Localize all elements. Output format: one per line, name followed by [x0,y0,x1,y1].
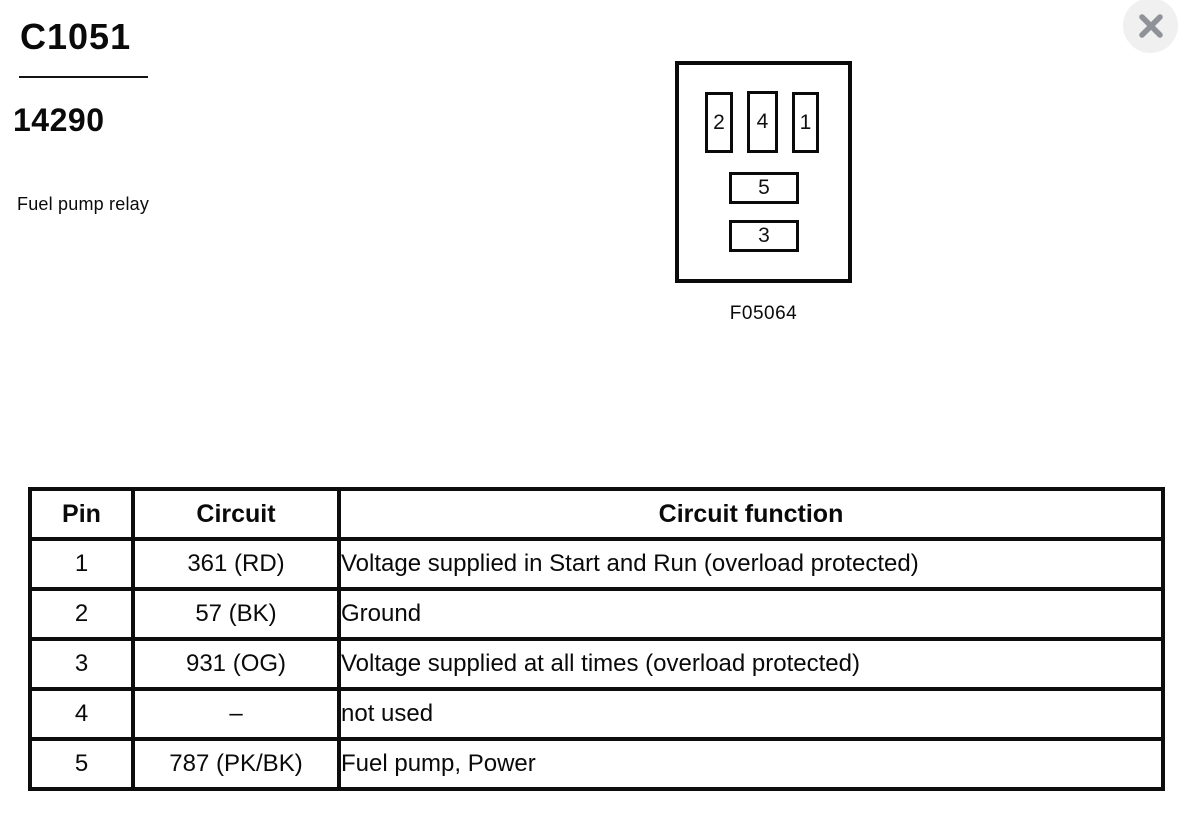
pin-label: 2 [713,110,725,134]
pin-cavity-4: 4 [747,91,778,153]
circuit-cell: 361 (RD) [131,537,341,591]
circuit-cell: 931 (OG) [131,637,341,691]
pin-cell: 3 [28,637,135,691]
table-row: 3 931 (OG) Voltage supplied at all times… [28,637,1165,691]
connector-description: Fuel pump relay [17,194,150,214]
function-cell: Voltage supplied at all times (overload … [337,637,1165,691]
pin-cell: 2 [28,587,135,641]
close-icon [1137,12,1165,40]
pin-cell: 5 [28,737,135,791]
pin-label: 5 [758,176,770,199]
table-row: 4 – not used [28,687,1165,741]
function-cell: Fuel pump, Power [337,737,1165,791]
connector-id-title: C1051 [20,16,132,57]
column-header-circuit: Circuit [131,487,341,541]
column-header-function: Circuit function [337,487,1165,541]
pinout-table: Pin Circuit Circuit function 1 361 (RD) … [28,487,1165,791]
connector-face-diagram: 2 4 1 5 3 [675,61,852,283]
table-row: 2 57 (BK) Ground [28,587,1165,641]
pin-label: 4 [756,110,769,133]
pin-cavity-2: 2 [705,92,733,153]
pin-label: 3 [758,224,770,247]
function-cell: Ground [337,587,1165,641]
pin-label: 1 [799,110,812,134]
pin-cavity-3: 3 [729,220,799,252]
pin-cavity-1: 1 [792,92,819,153]
table-row: 5 787 (PK/BK) Fuel pump, Power [28,737,1165,791]
figure-label: F05064 [729,303,798,324]
circuit-cell: 57 (BK) [131,587,341,641]
circuit-cell: – [131,687,341,741]
function-cell: not used [337,687,1165,741]
pin-cavity-5: 5 [729,172,799,204]
close-button[interactable] [1123,0,1178,53]
function-cell: Voltage supplied in Start and Run (overl… [337,537,1165,591]
table-header-row: Pin Circuit Circuit function [28,487,1165,541]
circuit-cell: 787 (PK/BK) [131,737,341,791]
table-row: 1 361 (RD) Voltage supplied in Start and… [28,537,1165,591]
pin-cell: 1 [28,537,135,591]
pin-cell: 4 [28,687,135,741]
column-header-pin: Pin [28,487,135,541]
title-underline [19,76,148,78]
part-number: 14290 [13,102,105,138]
